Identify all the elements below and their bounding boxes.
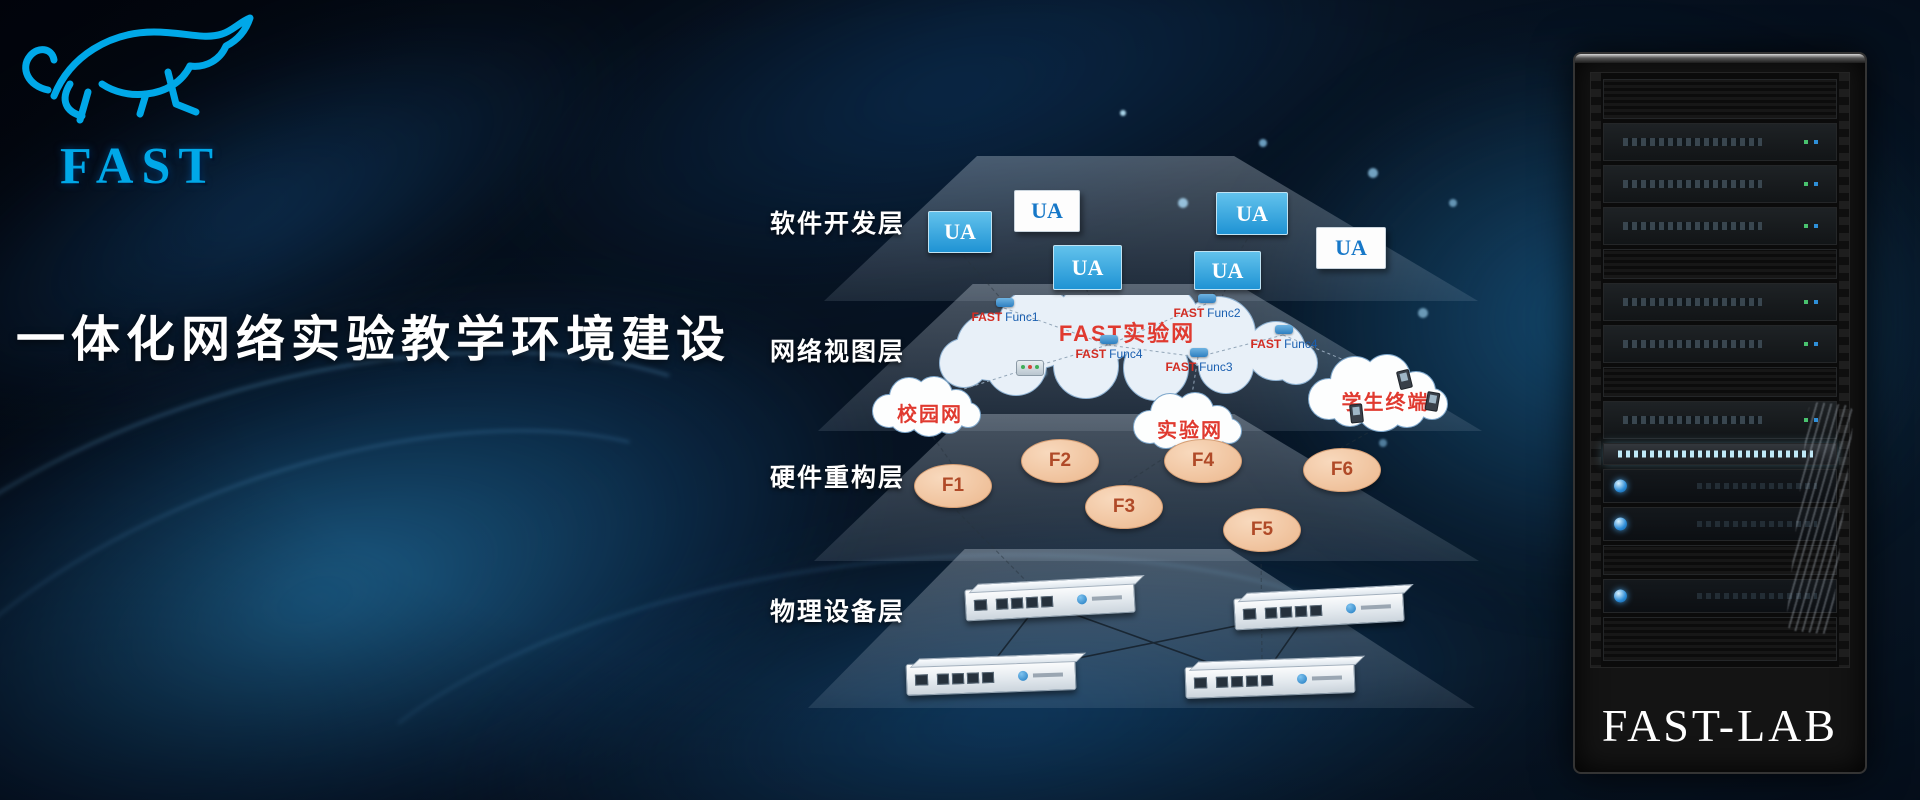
hardware-node-label: F2 (1048, 450, 1072, 471)
func-node-name: Func4 (1109, 347, 1143, 361)
physical-device (905, 658, 1077, 696)
layer-label-physical: 物理设备层 (770, 598, 906, 626)
bokeh-dots (1120, 110, 1126, 116)
layer-label-hardware: 硬件重构层 (770, 464, 906, 492)
server-unit (1603, 123, 1837, 161)
terminal-icon (1349, 403, 1364, 424)
device-text-bar (1360, 604, 1392, 610)
port-group (936, 671, 995, 685)
vent-unit (1603, 617, 1837, 661)
hardware-node-label: F6 (1330, 459, 1354, 480)
rack-door (1590, 72, 1855, 668)
ua-node: UA (1194, 251, 1261, 290)
port (914, 673, 929, 686)
port (973, 598, 988, 611)
func-node-name: Func4 (1284, 337, 1318, 351)
server-unit (1603, 207, 1837, 245)
led-unit (1603, 507, 1837, 541)
layer-label-network: 网络视图层 (770, 338, 906, 366)
ua-node-label: UA (1071, 254, 1104, 280)
device-logo-dot (1076, 594, 1088, 605)
hardware-node: F5 (1223, 508, 1301, 552)
router-icon (996, 298, 1014, 307)
port (1242, 607, 1257, 620)
hardware-node-label: F1 (941, 475, 965, 496)
vent-unit (1603, 367, 1837, 397)
rack-rail-left (1591, 73, 1601, 667)
vent-unit (1603, 79, 1837, 119)
server-rack: FAST-LAB (1573, 52, 1867, 774)
ua-node-label: UA (944, 219, 976, 244)
sub-cloud-label-campus: 校园网 (897, 404, 963, 426)
hardware-node: F2 (1021, 439, 1099, 483)
func-node-name: Func2 (1207, 306, 1241, 320)
router-icon (1198, 294, 1216, 303)
device-logo-dot (1345, 603, 1357, 614)
ua-node: UA (1316, 227, 1386, 269)
ua-node-label: UA (1211, 257, 1244, 283)
hardware-node: F6 (1303, 448, 1381, 492)
gateway-router-icon (1016, 360, 1044, 376)
func-node-brand: FAST (1250, 337, 1282, 351)
device-logo-dot (1017, 670, 1029, 682)
router-icon (1275, 325, 1293, 334)
port-group (1264, 604, 1323, 619)
ua-node: UA (1014, 190, 1080, 232)
device-text-bar (1032, 672, 1064, 678)
port (1193, 676, 1208, 689)
light-arc (0, 320, 845, 800)
fast-logo: FAST (18, 8, 308, 196)
device-text-bar (1311, 675, 1343, 681)
func-node-brand: FAST (1165, 360, 1197, 374)
hardware-node: F1 (914, 464, 992, 508)
page-title: 一体化网络实验教学环境建设 (16, 313, 732, 367)
func-node-name: Func1 (1005, 310, 1039, 324)
vent-unit (1603, 249, 1837, 279)
switch-unit (1603, 443, 1837, 465)
func-node-name: Func3 (1199, 360, 1233, 374)
server-unit (1603, 325, 1837, 363)
ua-node-label: UA (1031, 198, 1063, 223)
cheetah-logo-icon (22, 14, 254, 124)
hardware-node: F3 (1085, 485, 1163, 529)
server-unit (1603, 401, 1837, 439)
ua-node: UA (928, 211, 992, 253)
physical-device (1233, 589, 1405, 631)
fast-logo-text: FAST (60, 138, 222, 195)
led-unit (1603, 469, 1837, 503)
ua-node: UA (1216, 192, 1288, 235)
rack-rail-right (1839, 73, 1849, 667)
ua-node: UA (1053, 245, 1122, 290)
server-unit (1603, 283, 1837, 321)
port-group (1215, 674, 1274, 688)
router-icon (1190, 348, 1208, 357)
rack-label: FAST-LAB (1601, 700, 1839, 751)
vent-unit (1603, 545, 1837, 575)
func-node-brand: FAST (1173, 306, 1205, 320)
sub-cloud-label-experiment: 实验网 (1157, 420, 1223, 442)
device-logo-dot (1296, 673, 1308, 685)
server-unit (1603, 165, 1837, 203)
port-group (995, 595, 1054, 610)
func-node-brand: FAST (971, 310, 1003, 324)
device-text-bar (1091, 595, 1123, 601)
layer-label-software: 软件开发层 (770, 210, 906, 238)
hardware-node: F4 (1164, 439, 1242, 483)
func-node-brand: FAST (1075, 347, 1107, 361)
ua-node-label: UA (1335, 235, 1367, 260)
hardware-node-label: F4 (1191, 450, 1215, 471)
rack-units (1603, 79, 1837, 661)
ua-node-label: UA (1236, 200, 1268, 226)
physical-device (1184, 661, 1356, 699)
rack-top-panel (1575, 54, 1865, 63)
hardware-node-label: F5 (1250, 519, 1274, 540)
router-icon (1100, 335, 1118, 344)
hardware-node-label: F3 (1112, 496, 1136, 517)
led-unit (1603, 579, 1837, 613)
